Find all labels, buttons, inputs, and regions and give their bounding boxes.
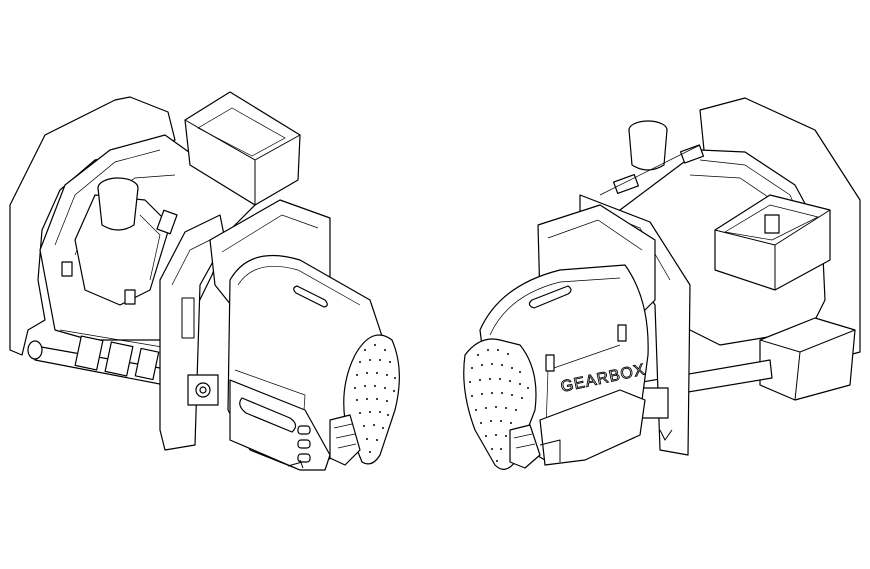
mixer-right-view: GEARBOX xyxy=(463,97,861,470)
mixer-left-view xyxy=(9,91,400,471)
left-top-slot xyxy=(293,285,328,308)
right-top-hatch xyxy=(714,194,831,291)
right-base-plate xyxy=(539,389,646,466)
left-hopper xyxy=(184,91,301,206)
right-guard-perforations xyxy=(469,349,529,462)
left-clamp xyxy=(156,209,178,235)
left-perforated-guard xyxy=(343,334,400,465)
right-motor-box xyxy=(759,317,856,401)
left-guard-perforations xyxy=(354,344,396,453)
right-clamp xyxy=(613,173,639,195)
right-motor xyxy=(509,424,541,469)
left-side-plate xyxy=(159,214,226,451)
right-top-slot xyxy=(528,285,572,309)
